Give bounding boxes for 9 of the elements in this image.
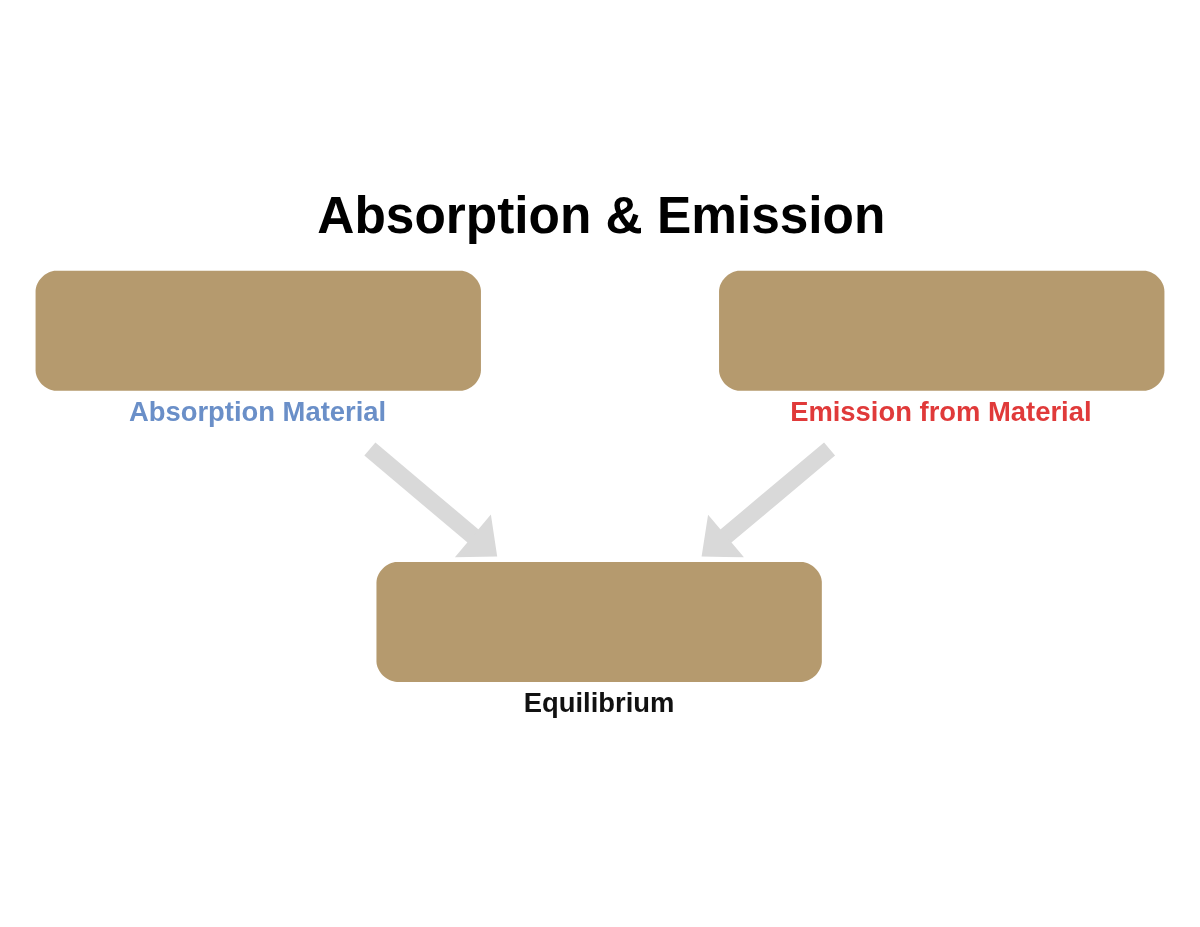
node-box — [719, 270, 1165, 391]
node-label: Equilibrium — [523, 687, 675, 719]
node-box — [35, 270, 481, 391]
diagram-title: Absorption & Emission — [317, 186, 886, 245]
arrow — [701, 442, 836, 558]
node-label: Absorption Material — [128, 396, 387, 428]
arrow — [364, 442, 498, 558]
node-label: Emission from Material — [790, 396, 1092, 428]
node-box — [376, 562, 822, 682]
